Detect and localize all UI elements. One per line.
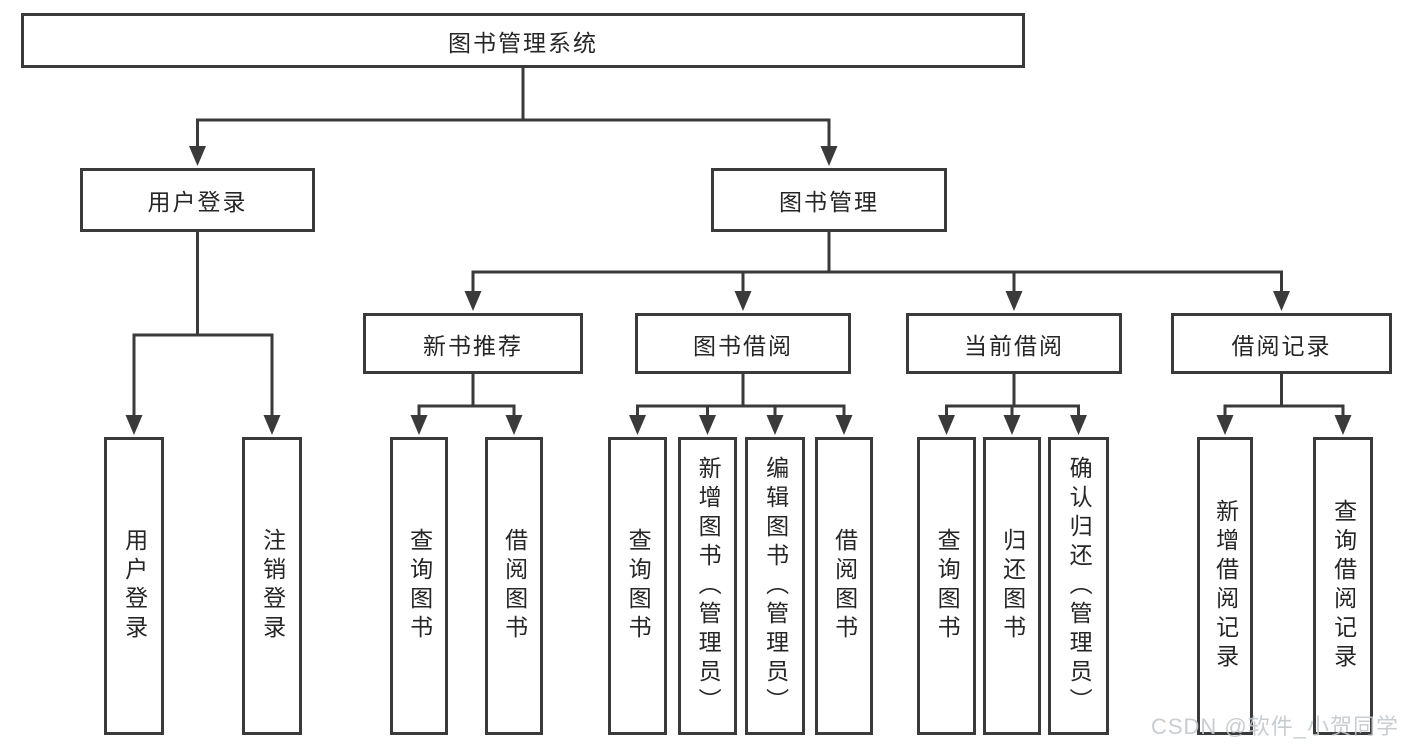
node-label: 编辑图书（管理员） — [762, 455, 789, 717]
node-label: 注销登录 — [259, 528, 286, 644]
node-label: 借阅记录 — [1231, 332, 1332, 359]
connector-borrow-records-to-leaves — [1216, 374, 1352, 435]
arrowhead-down-icon — [835, 415, 853, 435]
arrowhead-down-icon — [734, 291, 752, 311]
leaf-query-borrow-record: 查询借阅记录 — [1313, 437, 1373, 735]
connector-user-login-to-leaves — [125, 232, 281, 435]
node-label: 查询图书 — [625, 528, 652, 644]
leaf-edit-book-admin: 编辑图书（管理员） — [745, 437, 805, 735]
node-book-management: 图书管理 — [711, 168, 947, 232]
leaf-add-book-admin: 新增图书（管理员） — [678, 437, 737, 735]
node-book-borrow: 图书借阅 — [635, 313, 851, 374]
connector-book-management-to-level3 — [464, 232, 1290, 311]
node-label: 借阅图书 — [831, 528, 858, 644]
arrowhead-down-icon — [699, 415, 716, 435]
node-borrow-records: 借阅记录 — [1171, 313, 1392, 374]
arrowhead-down-icon — [766, 415, 784, 435]
node-label: 新书推荐 — [423, 332, 523, 359]
arrowhead-down-icon — [505, 415, 523, 435]
connector-book-borrow-to-leaves — [629, 374, 853, 435]
node-label: 图书管理系统 — [448, 29, 598, 56]
arrowhead-down-icon — [1273, 291, 1290, 311]
node-current-borrow: 当前借阅 — [906, 313, 1122, 374]
node-label: 借阅图书 — [501, 528, 528, 644]
leaf-query-books-recommend: 查询图书 — [390, 437, 448, 735]
arrowhead-down-icon — [938, 415, 955, 435]
node-new-book-recommend: 新书推荐 — [363, 313, 583, 374]
connector-root-to-level2 — [189, 68, 838, 166]
node-label: 用户登录 — [121, 528, 148, 644]
connector-new-book-recommend-to-leaves — [410, 374, 523, 435]
arrowhead-down-icon — [410, 415, 428, 435]
node-label: 归还图书 — [999, 528, 1026, 644]
arrowhead-down-icon — [125, 415, 143, 435]
node-label: 图书借阅 — [693, 332, 793, 359]
node-label: 查询借阅记录 — [1330, 499, 1357, 673]
leaf-borrow-books: 借阅图书 — [815, 437, 873, 735]
node-library-management-system: 图书管理系统 — [21, 13, 1025, 68]
arrowhead-down-icon — [263, 415, 281, 435]
arrowhead-down-icon — [464, 291, 482, 311]
leaf-confirm-return-admin: 确认归还（管理员） — [1048, 437, 1109, 735]
arrowhead-down-icon — [1070, 415, 1087, 435]
leaf-query-books-current: 查询图书 — [917, 437, 976, 735]
leaf-user-login: 用户登录 — [104, 437, 164, 735]
connector-current-borrow-to-leaves — [938, 374, 1087, 435]
arrowhead-down-icon — [1216, 415, 1234, 435]
node-label: 用户登录 — [147, 189, 248, 215]
node-label: 查询图书 — [406, 528, 433, 644]
leaf-add-borrow-record: 新增借阅记录 — [1197, 437, 1253, 735]
node-label: 新增图书（管理员） — [695, 455, 722, 717]
node-label: 查询图书 — [934, 528, 961, 644]
arrowhead-down-icon — [629, 415, 646, 435]
leaf-query-books-borrow: 查询图书 — [608, 437, 667, 735]
leaf-borrow-books-recommend: 借阅图书 — [485, 437, 543, 735]
node-user-login: 用户登录 — [80, 168, 315, 232]
arrowhead-down-icon — [820, 146, 838, 166]
node-label: 确认归还（管理员） — [1066, 455, 1093, 717]
leaf-return-book: 归还图书 — [983, 437, 1041, 735]
leaf-logout: 注销登录 — [242, 437, 302, 735]
csdn-watermark: CSDN @软件_小贺同学 — [1150, 714, 1399, 739]
node-label: 当前借阅 — [964, 332, 1064, 359]
arrowhead-down-icon — [1334, 415, 1352, 435]
arrowhead-down-icon — [189, 146, 206, 166]
node-label: 图书管理 — [779, 189, 879, 215]
node-label: 新增借阅记录 — [1212, 499, 1239, 673]
arrowhead-down-icon — [1005, 291, 1023, 311]
arrowhead-down-icon — [1003, 415, 1021, 435]
